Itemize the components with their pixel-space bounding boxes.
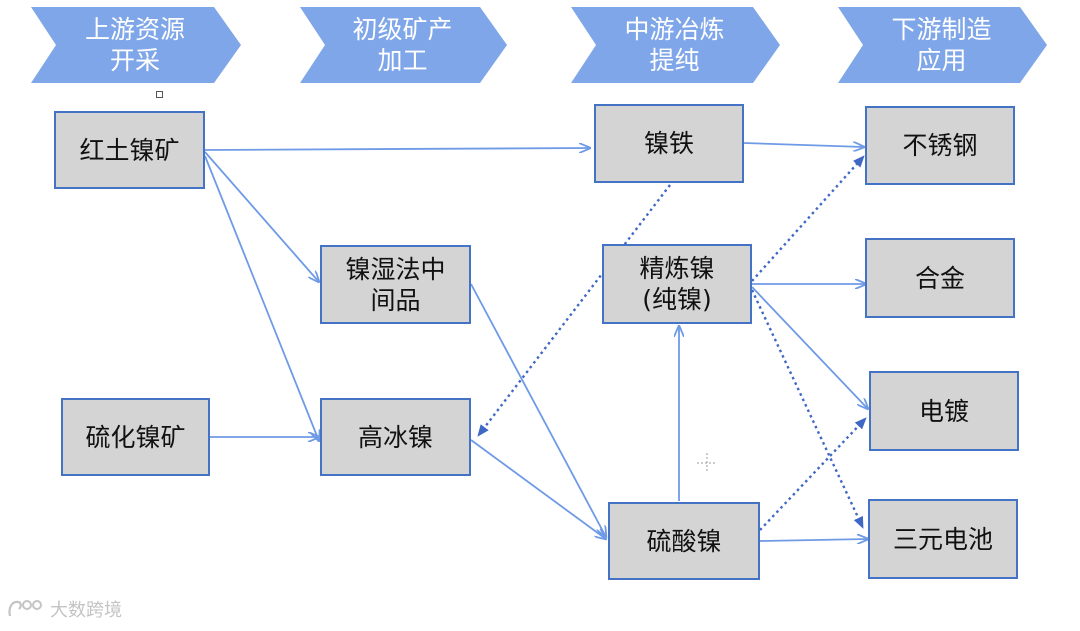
- node-sulfide-nickel-ore: 硫化镍矿: [61, 398, 210, 476]
- edge-sulfate-to-plating-dotted: [759, 417, 867, 531]
- edge-refined-to-battery-dotted: [750, 289, 865, 529]
- stage-chevron-1: [31, 7, 241, 83]
- stage-label-downstream: 下游制造 应用: [891, 15, 992, 75]
- edge-mhp-to-sulfate: [470, 283, 606, 537]
- node-ternary-battery: 三元电池: [868, 499, 1018, 579]
- brand-logo-icon: [8, 600, 42, 617]
- stage-header: [31, 7, 1047, 83]
- watermark: 大数跨境: [6, 596, 122, 622]
- stage-label-midstream: 中游冶炼 提纯: [624, 15, 725, 75]
- selection-handle: [156, 91, 163, 98]
- edge-laterite-to-matte: [204, 155, 319, 441]
- node-nickel-matte: 高冰镍: [320, 398, 471, 476]
- stage-chevron-3: [571, 7, 780, 83]
- node-stainless-steel: 不锈钢: [865, 106, 1015, 185]
- node-laterite-nickel-ore: 红土镍矿: [54, 111, 205, 189]
- stage-label-upstream: 上游资源 开采: [84, 15, 185, 75]
- node-nickel-iron: 镍铁: [594, 104, 744, 183]
- watermark-text: 大数跨境: [50, 600, 122, 621]
- edge-refined-to-plating: [751, 286, 868, 409]
- edge-laterite-to-mhp: [204, 151, 319, 282]
- node-mhp-intermediate: 镍湿法中 间品: [320, 245, 471, 324]
- crosshair-cursor-icon: [697, 453, 717, 473]
- node-electroplating: 电镀: [869, 371, 1019, 451]
- node-nickel-sulfate: 硫酸镍: [608, 502, 760, 580]
- edge-nickel-iron-to-stainless: [743, 143, 864, 147]
- node-refined-nickel: 精炼镍 (纯镍): [602, 244, 752, 324]
- edge-sulfate-to-battery: [759, 539, 868, 541]
- edge-matte-to-sulfate: [470, 439, 606, 539]
- node-alloy: 合金: [865, 238, 1015, 318]
- stage-label-primary-processing: 初级矿产 加工: [352, 15, 453, 75]
- stage-chevron-2: [300, 7, 507, 83]
- stage-chevron-4: [838, 7, 1047, 83]
- edge-laterite-to-nickel-iron: [204, 148, 590, 150]
- edge-nickel-iron-to-matte-dotted: [477, 184, 671, 437]
- edge-refined-to-stainless-dotted: [751, 155, 865, 282]
